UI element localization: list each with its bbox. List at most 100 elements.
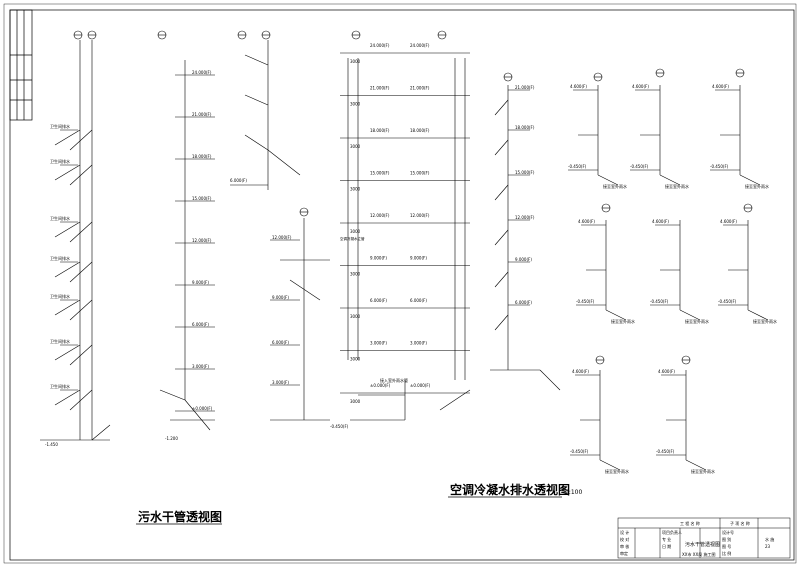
pipe-line <box>494 184 509 201</box>
outlet-label: 接至室外雨水 <box>603 183 627 189</box>
level-label: ±0.000(F) <box>192 406 213 411</box>
level-label: -0.450(F) <box>570 449 589 454</box>
outdoor-level: -0.450(F) <box>330 424 349 429</box>
level-label: 24.000(F) <box>370 43 390 48</box>
level-label: 6.000(F) <box>272 340 289 345</box>
level-label: 24.000(F) <box>410 43 430 48</box>
pipe-line <box>69 129 93 151</box>
floor-height-label: 3000 <box>350 144 361 149</box>
tb-row-left: 设 计 <box>620 529 629 535</box>
level-label: 9.000(F) <box>515 257 532 262</box>
level-label: 4.600(F) <box>632 84 649 89</box>
pipe-line <box>69 164 93 186</box>
pipe-line <box>659 174 681 186</box>
pipe-line <box>184 399 211 431</box>
level-label: 15.000(F) <box>370 171 390 176</box>
level-label: -0.450(F) <box>568 164 587 169</box>
pipe-line <box>159 389 186 401</box>
sewage-title: 污水干管透视图 <box>138 509 222 524</box>
pipe-line <box>494 271 509 288</box>
level-label: 15.000(F) <box>410 171 430 176</box>
level-label: 12.000(F) <box>192 238 212 243</box>
tb-row-left: 审定 <box>620 550 628 556</box>
pipe-line <box>739 174 761 186</box>
level-label: 12.000(F) <box>272 235 292 240</box>
pipe-line <box>494 99 509 116</box>
pipe-line <box>54 344 81 361</box>
branch-label: 卫生间排水 <box>50 255 70 261</box>
outlet-label: 接至室外雨水 <box>611 318 635 324</box>
pipe-line <box>747 309 769 321</box>
outlet-label: 接至室外雨水 <box>753 318 777 324</box>
pipe-line <box>244 94 269 106</box>
pipe-line <box>54 129 81 146</box>
pipe-line <box>54 164 81 181</box>
outdoor-level: -1.200 <box>165 436 178 441</box>
outdoor-level: -1.450 <box>45 442 58 447</box>
pipe-line <box>54 389 81 406</box>
level-label: 12.000(F) <box>370 213 390 218</box>
level-label: 4.600(F) <box>652 219 669 224</box>
level-label: ±0.000(F) <box>410 383 431 388</box>
pipe-line <box>267 149 301 176</box>
level-label: 9.000(F) <box>272 295 289 300</box>
pipe-line <box>54 261 81 278</box>
level-label: 21.000(F) <box>370 86 390 91</box>
level-label: 6.000(F) <box>230 178 247 183</box>
outlet-label: 接至室外雨水 <box>691 468 715 474</box>
branch-label: 卫生间排水 <box>50 158 70 164</box>
condensate-scale: 1:100 <box>565 489 582 496</box>
tb-row-right: 图 别 <box>722 536 731 542</box>
branch-label: 卫生间排水 <box>50 123 70 129</box>
pipe-line <box>685 459 707 471</box>
pipe-line <box>69 299 93 321</box>
level-label: 12.000(F) <box>410 213 430 218</box>
pipe-line <box>54 221 81 238</box>
level-label: 18.000(F) <box>370 128 390 133</box>
pipe-line <box>494 229 509 246</box>
pipe-line <box>289 279 321 301</box>
level-label: 24.000(F) <box>192 70 212 75</box>
tb-row-right: 图 号 <box>722 543 731 549</box>
outlet-label: 接至室外雨水 <box>665 183 689 189</box>
pipe-line <box>69 261 93 283</box>
tb-project: 工 程 名 称 <box>680 520 700 526</box>
section-side-label: 空调冷凝水立管 <box>340 236 365 241</box>
level-label: -0.450(F) <box>710 164 729 169</box>
level-label: 3.000(F) <box>370 341 387 346</box>
level-label: 4.600(F) <box>578 219 595 224</box>
level-label: 6.000(F) <box>515 300 532 305</box>
level-label: 9.000(F) <box>192 280 209 285</box>
level-label: -0.450(F) <box>656 449 675 454</box>
branch-label: 卫生间排水 <box>50 215 70 221</box>
pipe-line <box>91 424 111 441</box>
tb-bottom: XX市 XX局 施工图 <box>682 551 716 557</box>
pipe-line <box>69 344 93 366</box>
level-label: 9.000(F) <box>410 256 427 261</box>
outlet-label: 接至室外雨水 <box>685 318 709 324</box>
branch-label: 卫生间排水 <box>50 338 70 344</box>
pipe-line <box>69 221 93 243</box>
pipe-line <box>679 309 701 321</box>
level-label: 6.000(F) <box>192 322 209 327</box>
level-label: 3.000(F) <box>272 380 289 385</box>
level-label: -0.450(F) <box>718 299 737 304</box>
level-label: 21.000(F) <box>192 112 212 117</box>
outlet-label: 接至室外雨水 <box>605 468 629 474</box>
level-label: 18.000(F) <box>410 128 430 133</box>
level-label: 4.600(F) <box>570 84 587 89</box>
tb-sub: 子 项 名 称 <box>730 520 750 526</box>
tb-value-right: 23 <box>765 544 771 549</box>
level-label: 15.000(F) <box>192 196 212 201</box>
level-label: ±0.000(F) <box>370 383 391 388</box>
pipe-line <box>539 369 561 391</box>
floor-height-label: 3000 <box>350 187 361 192</box>
pipe-line <box>597 174 619 186</box>
outlet-label: 接至室外雨水 <box>745 183 769 189</box>
tb-row-right: 比 例 <box>722 550 731 556</box>
floor-height-label: 3000 <box>350 102 361 107</box>
level-label: 9.000(F) <box>370 256 387 261</box>
branch-label: 卫生间排水 <box>50 383 70 389</box>
pipe-line <box>69 389 93 411</box>
